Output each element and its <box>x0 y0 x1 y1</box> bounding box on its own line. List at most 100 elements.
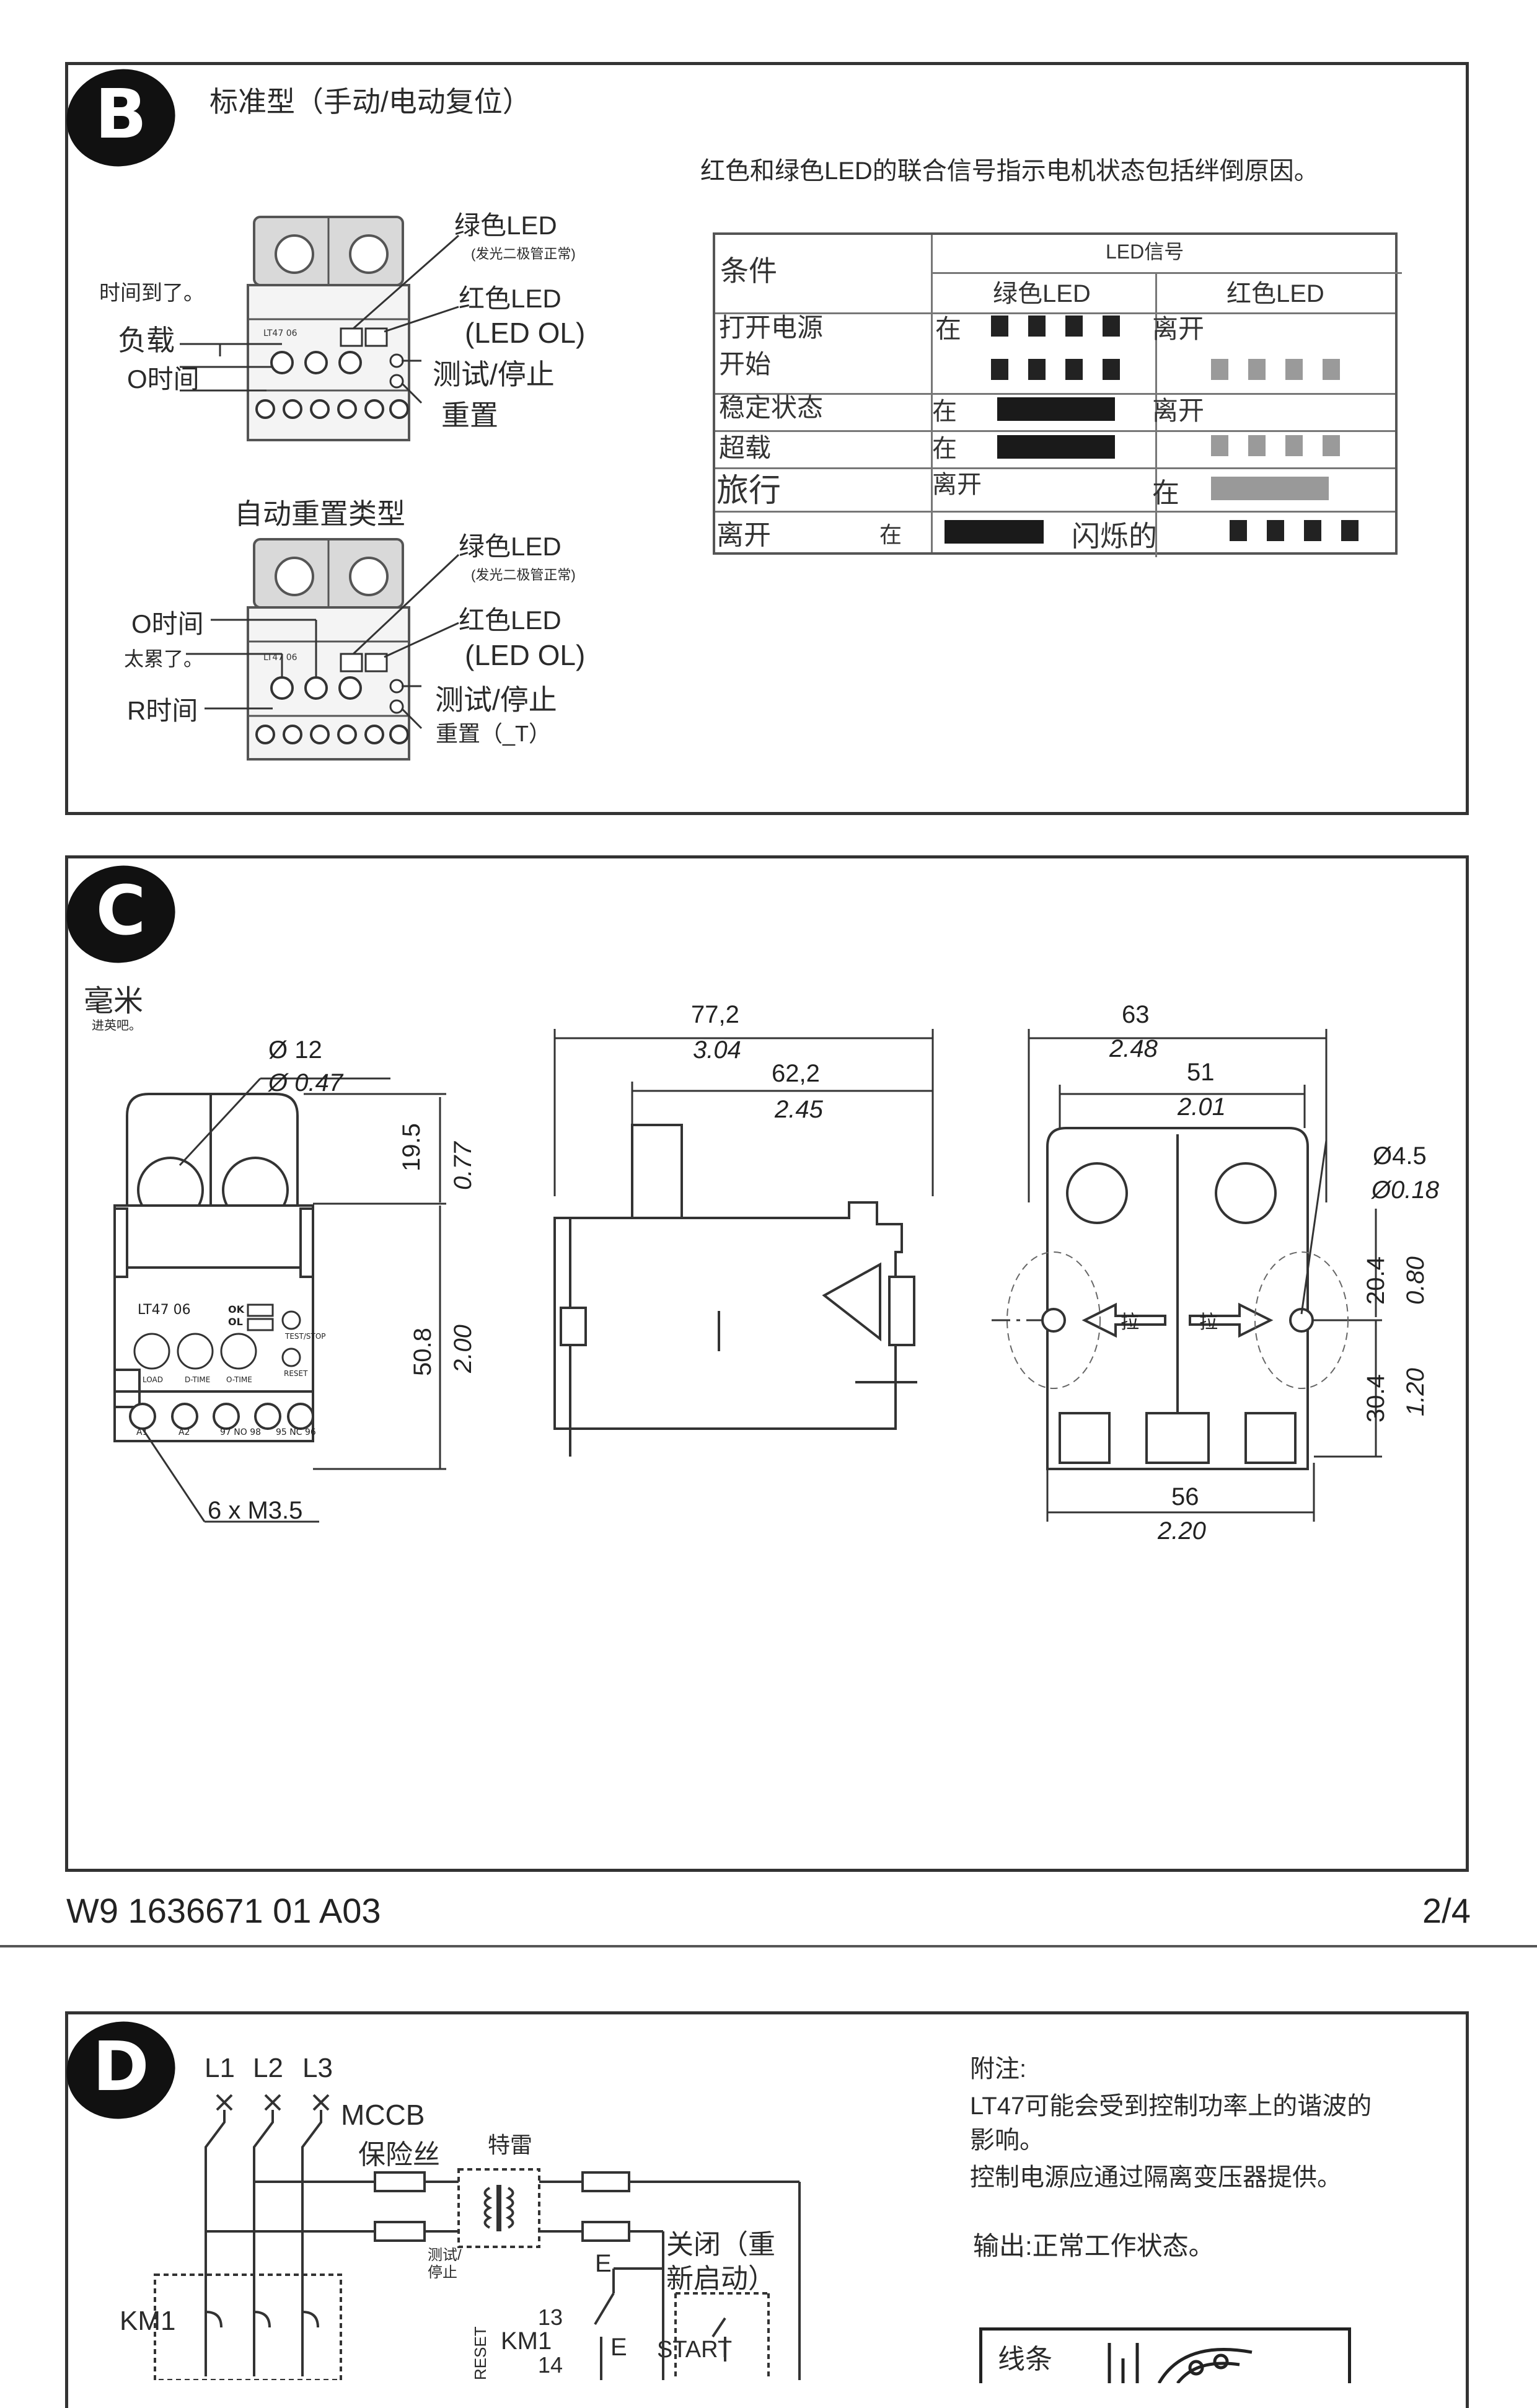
auto-reset: 重置（_T） <box>436 721 552 746</box>
std-test-stop: 测试/停止 <box>433 358 555 390</box>
back-w2-mm: 51 <box>1187 1059 1215 1086</box>
auto-device-drawing: LT47 06 <box>186 538 460 761</box>
back-h1-mm: 20.4 <box>1362 1256 1389 1305</box>
pulse <box>1103 359 1120 380</box>
svg-text:95 NC 96: 95 NC 96 <box>276 1427 316 1437</box>
std-green-led: 绿色LED <box>454 211 557 240</box>
km1-contact-label: KM1 <box>501 2327 552 2355</box>
auto-green-led: 绿色LED <box>459 532 562 561</box>
back-w1-in: 2.48 <box>1109 1035 1158 1062</box>
phase-l2: L2 <box>253 2053 283 2083</box>
back-view-drawing <box>992 1029 1382 1522</box>
pulse-grey <box>1248 435 1266 456</box>
front-dia-mm: Ø 12 <box>268 1036 322 1064</box>
section-d-panel <box>65 2011 1469 2408</box>
start-label: START <box>657 2337 733 2363</box>
test-stop-label: 测试/停止 <box>428 2247 462 2281</box>
pulse-grey <box>1248 359 1266 380</box>
doc-id: W9 1636671 01 A03 <box>66 1891 381 1930</box>
pulse <box>1230 520 1247 541</box>
note-line-2: 影响。 <box>970 2127 1044 2154</box>
pulse <box>1304 520 1321 541</box>
led-row-5-green: 离开 <box>932 471 982 498</box>
svg-text:A2: A2 <box>178 1427 190 1437</box>
pulse-grey <box>1285 359 1303 380</box>
led-row-1-condition: 打开电源 <box>719 313 824 342</box>
unit-label: 毫米 <box>84 985 144 1018</box>
phase-l3: L3 <box>302 2053 333 2083</box>
pulse-grey <box>1323 359 1340 380</box>
auto-o-time: O时间 <box>131 609 204 638</box>
front-h2-in: 2.00 <box>449 1325 477 1373</box>
back-w1-mm: 63 <box>1122 1001 1150 1028</box>
pulse-grey <box>1211 359 1228 380</box>
led-row-3-red: 离开 <box>1152 396 1205 425</box>
auto-title: 自动重置类型 <box>234 498 405 530</box>
std-time-up: 时间到了。 <box>99 281 205 305</box>
front-h1-in: 0.77 <box>449 1142 477 1190</box>
std-red-led-ol: (LED OL) <box>465 317 586 349</box>
pulse <box>1103 315 1120 337</box>
back-hole-in: Ø0.18 <box>1372 1176 1439 1204</box>
led-col-green: 绿色LED <box>993 280 1091 307</box>
svg-text:RESET: RESET <box>284 1369 308 1378</box>
page-number: 2/4 <box>1422 1891 1471 1930</box>
pulse <box>1065 315 1083 337</box>
side-view-drawing <box>553 1029 934 1457</box>
pulse <box>991 315 1008 337</box>
led-col-condition: 条件 <box>720 255 777 287</box>
terminal-drawing <box>1108 2343 1253 2383</box>
e-label-1: E <box>595 2250 612 2277</box>
svg-text:TEST/STOP: TEST/STOP <box>284 1332 326 1341</box>
unit-sub-label: 进英吧。 <box>92 1019 141 1033</box>
front-h2-mm: 50.8 <box>409 1328 436 1376</box>
led-row-2-condition: 开始 <box>719 350 772 379</box>
solid <box>997 435 1115 459</box>
back-w2-in: 2.01 <box>1178 1093 1226 1121</box>
side-w2-in: 2.45 <box>775 1096 823 1123</box>
note-line-1: LT47可能会受到控制功率上的谐波的 <box>970 2093 1372 2120</box>
svg-text:97 NO 98: 97 NO 98 <box>220 1427 261 1437</box>
led-col-red: 红色LED <box>1227 280 1324 307</box>
svg-text:O-TIME: O-TIME <box>226 1375 252 1384</box>
led-row-3-green: 在 <box>932 398 957 425</box>
side-w1-mm: 77,2 <box>691 1001 739 1028</box>
front-dia-in: Ø 0.47 <box>268 1069 343 1096</box>
led-row-5-condition: 旅行 <box>716 473 782 509</box>
front-screws: 6 x M3.5 <box>208 1497 303 1524</box>
auto-red-led: 红色LED <box>459 606 562 635</box>
pulse-grey <box>1285 435 1303 456</box>
front-h1-mm: 19.5 <box>398 1123 425 1171</box>
section-c-badge-letter: C <box>96 871 146 950</box>
pulse <box>991 359 1008 380</box>
svg-text:A1: A1 <box>136 1427 148 1437</box>
back-w3-in: 2.20 <box>1158 1517 1206 1545</box>
off-restart-1: 关闭（重 <box>666 2229 775 2260</box>
e-label-2: E <box>610 2334 627 2361</box>
contact-13: 13 <box>538 2304 563 2330</box>
section-b-title: 标准型（手动/电动复位） <box>209 86 531 118</box>
km1-label: KM1 <box>120 2306 176 2336</box>
led-col-signal: LED信号 <box>1106 240 1184 263</box>
back-h2-mm: 30.4 <box>1362 1374 1389 1422</box>
note-line-3: 控制电源应通过隔离变压器提供。 <box>970 2164 1342 2191</box>
section-b-panel <box>65 62 1469 815</box>
section-b-badge: B <box>66 69 175 167</box>
led-row-1-red: 离开 <box>1152 314 1205 343</box>
led-row-6-condition: 离开 <box>716 520 771 550</box>
led-row-6-green: 在 <box>879 522 902 547</box>
section-d-badge-letter: D <box>92 2027 149 2106</box>
section-b-badge-letter: B <box>95 74 147 154</box>
mccb-label: MCCB <box>341 2099 425 2131</box>
note-title: 附注: <box>970 2055 1027 2083</box>
page-separator <box>0 1945 1537 1947</box>
led-signal-table: 条件 LED信号 绿色LED 红色LED 打开电源 在 离开 开始 稳定状态 在… <box>713 232 1402 557</box>
led-row-1-green: 在 <box>935 314 962 343</box>
phase-l1: L1 <box>205 2053 235 2083</box>
std-reset: 重置 <box>441 399 498 431</box>
pulse <box>1267 520 1284 541</box>
section-c-badge: C <box>66 865 175 963</box>
svg-text:OL: OL <box>228 1316 243 1328</box>
standard-device-drawing: LT47 06 <box>180 216 459 441</box>
pulse <box>1028 359 1046 380</box>
